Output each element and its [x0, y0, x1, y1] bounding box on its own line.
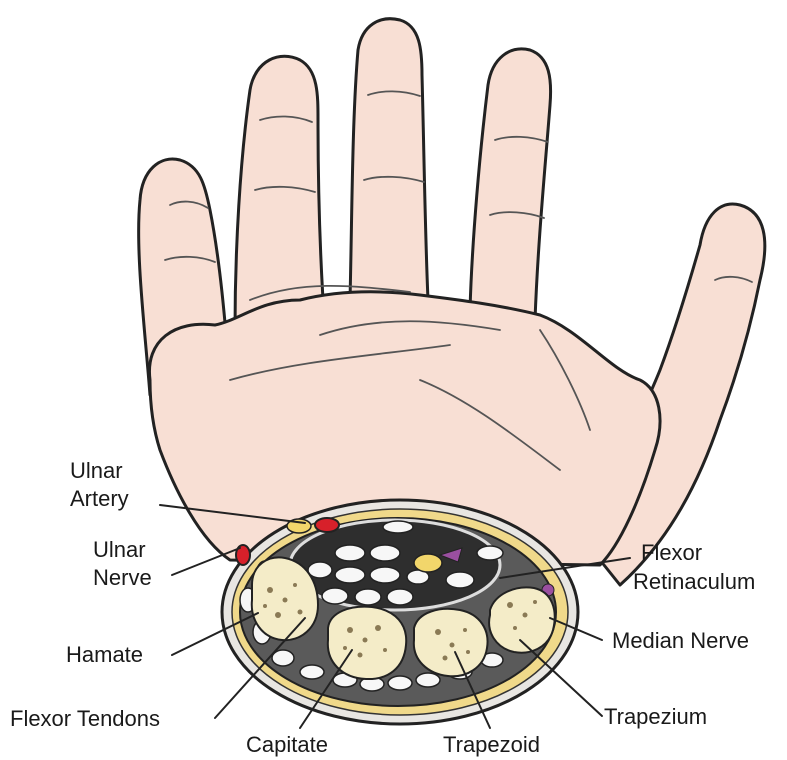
- flexor-tendon: [370, 545, 400, 561]
- middle-finger: [350, 19, 428, 300]
- tendon: [383, 521, 413, 533]
- flexor-tendon: [355, 589, 381, 605]
- label-ulnar-artery-line1: Ulnar: [70, 458, 123, 483]
- label-flexor-retinaculum-line2: Retinaculum: [633, 569, 755, 594]
- flexor-tendon: [387, 589, 413, 605]
- tendon: [300, 665, 324, 679]
- flexor-tendon: [335, 567, 365, 583]
- label-ulnar-nerve-line1: Ulnar: [93, 537, 146, 562]
- label-hamate: Hamate: [66, 642, 143, 667]
- leader-ulnar-nerve: [172, 548, 240, 575]
- trapezoid-bone: [414, 609, 488, 676]
- tendon: [388, 676, 412, 690]
- median-nerve-yellow: [414, 554, 442, 572]
- label-trapezoid: Trapezoid: [443, 732, 540, 757]
- tendon: [477, 546, 503, 560]
- tendon: [416, 673, 440, 687]
- flexor-tendon: [322, 588, 348, 604]
- label-trapezium: Trapezium: [604, 704, 707, 729]
- wrist-cross-section: [222, 500, 578, 724]
- flexor-tendon: [370, 567, 400, 583]
- hand-illustration: [139, 19, 765, 585]
- flexor-tendon: [446, 572, 474, 588]
- label-capitate: Capitate: [246, 732, 328, 757]
- label-ulnar-artery-line2: Artery: [70, 486, 129, 511]
- flexor-tendon: [308, 562, 332, 578]
- label-median-nerve: Median Nerve: [612, 628, 749, 653]
- label-flexor-tendons: Flexor Tendons: [10, 706, 160, 731]
- flexor-tendon: [335, 545, 365, 561]
- index-finger: [470, 49, 551, 320]
- label-ulnar-nerve-line2: Nerve: [93, 565, 152, 590]
- ulnar-artery: [315, 518, 339, 532]
- label-flexor-retinaculum-line1: Flexor: [641, 540, 702, 565]
- ring-finger: [235, 56, 325, 330]
